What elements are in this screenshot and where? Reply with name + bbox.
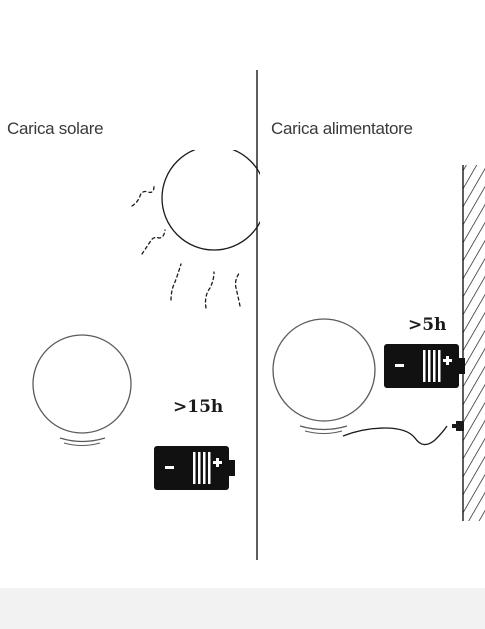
sun-ray [131, 185, 155, 207]
power-outlet-plug [452, 421, 464, 431]
sphere-lamp [32, 334, 132, 446]
power-cable [342, 425, 448, 446]
battery-icon [154, 446, 235, 490]
bottom-band [0, 588, 485, 629]
sun-ray [170, 263, 182, 301]
battery-icon [384, 344, 465, 388]
sun-ray [141, 229, 166, 255]
wall [462, 165, 485, 521]
sun-ray [204, 271, 215, 309]
sun-ray [234, 271, 241, 307]
solar-charge-duration: >15h [173, 397, 224, 417]
solar-charging-label: Carica solare [7, 119, 104, 138]
sphere-lamp [272, 318, 376, 434]
adapter-charging-label: Carica alimentatore [271, 119, 413, 138]
sun-icon [131, 150, 260, 309]
adapter-charge-duration: >5h [408, 315, 447, 335]
